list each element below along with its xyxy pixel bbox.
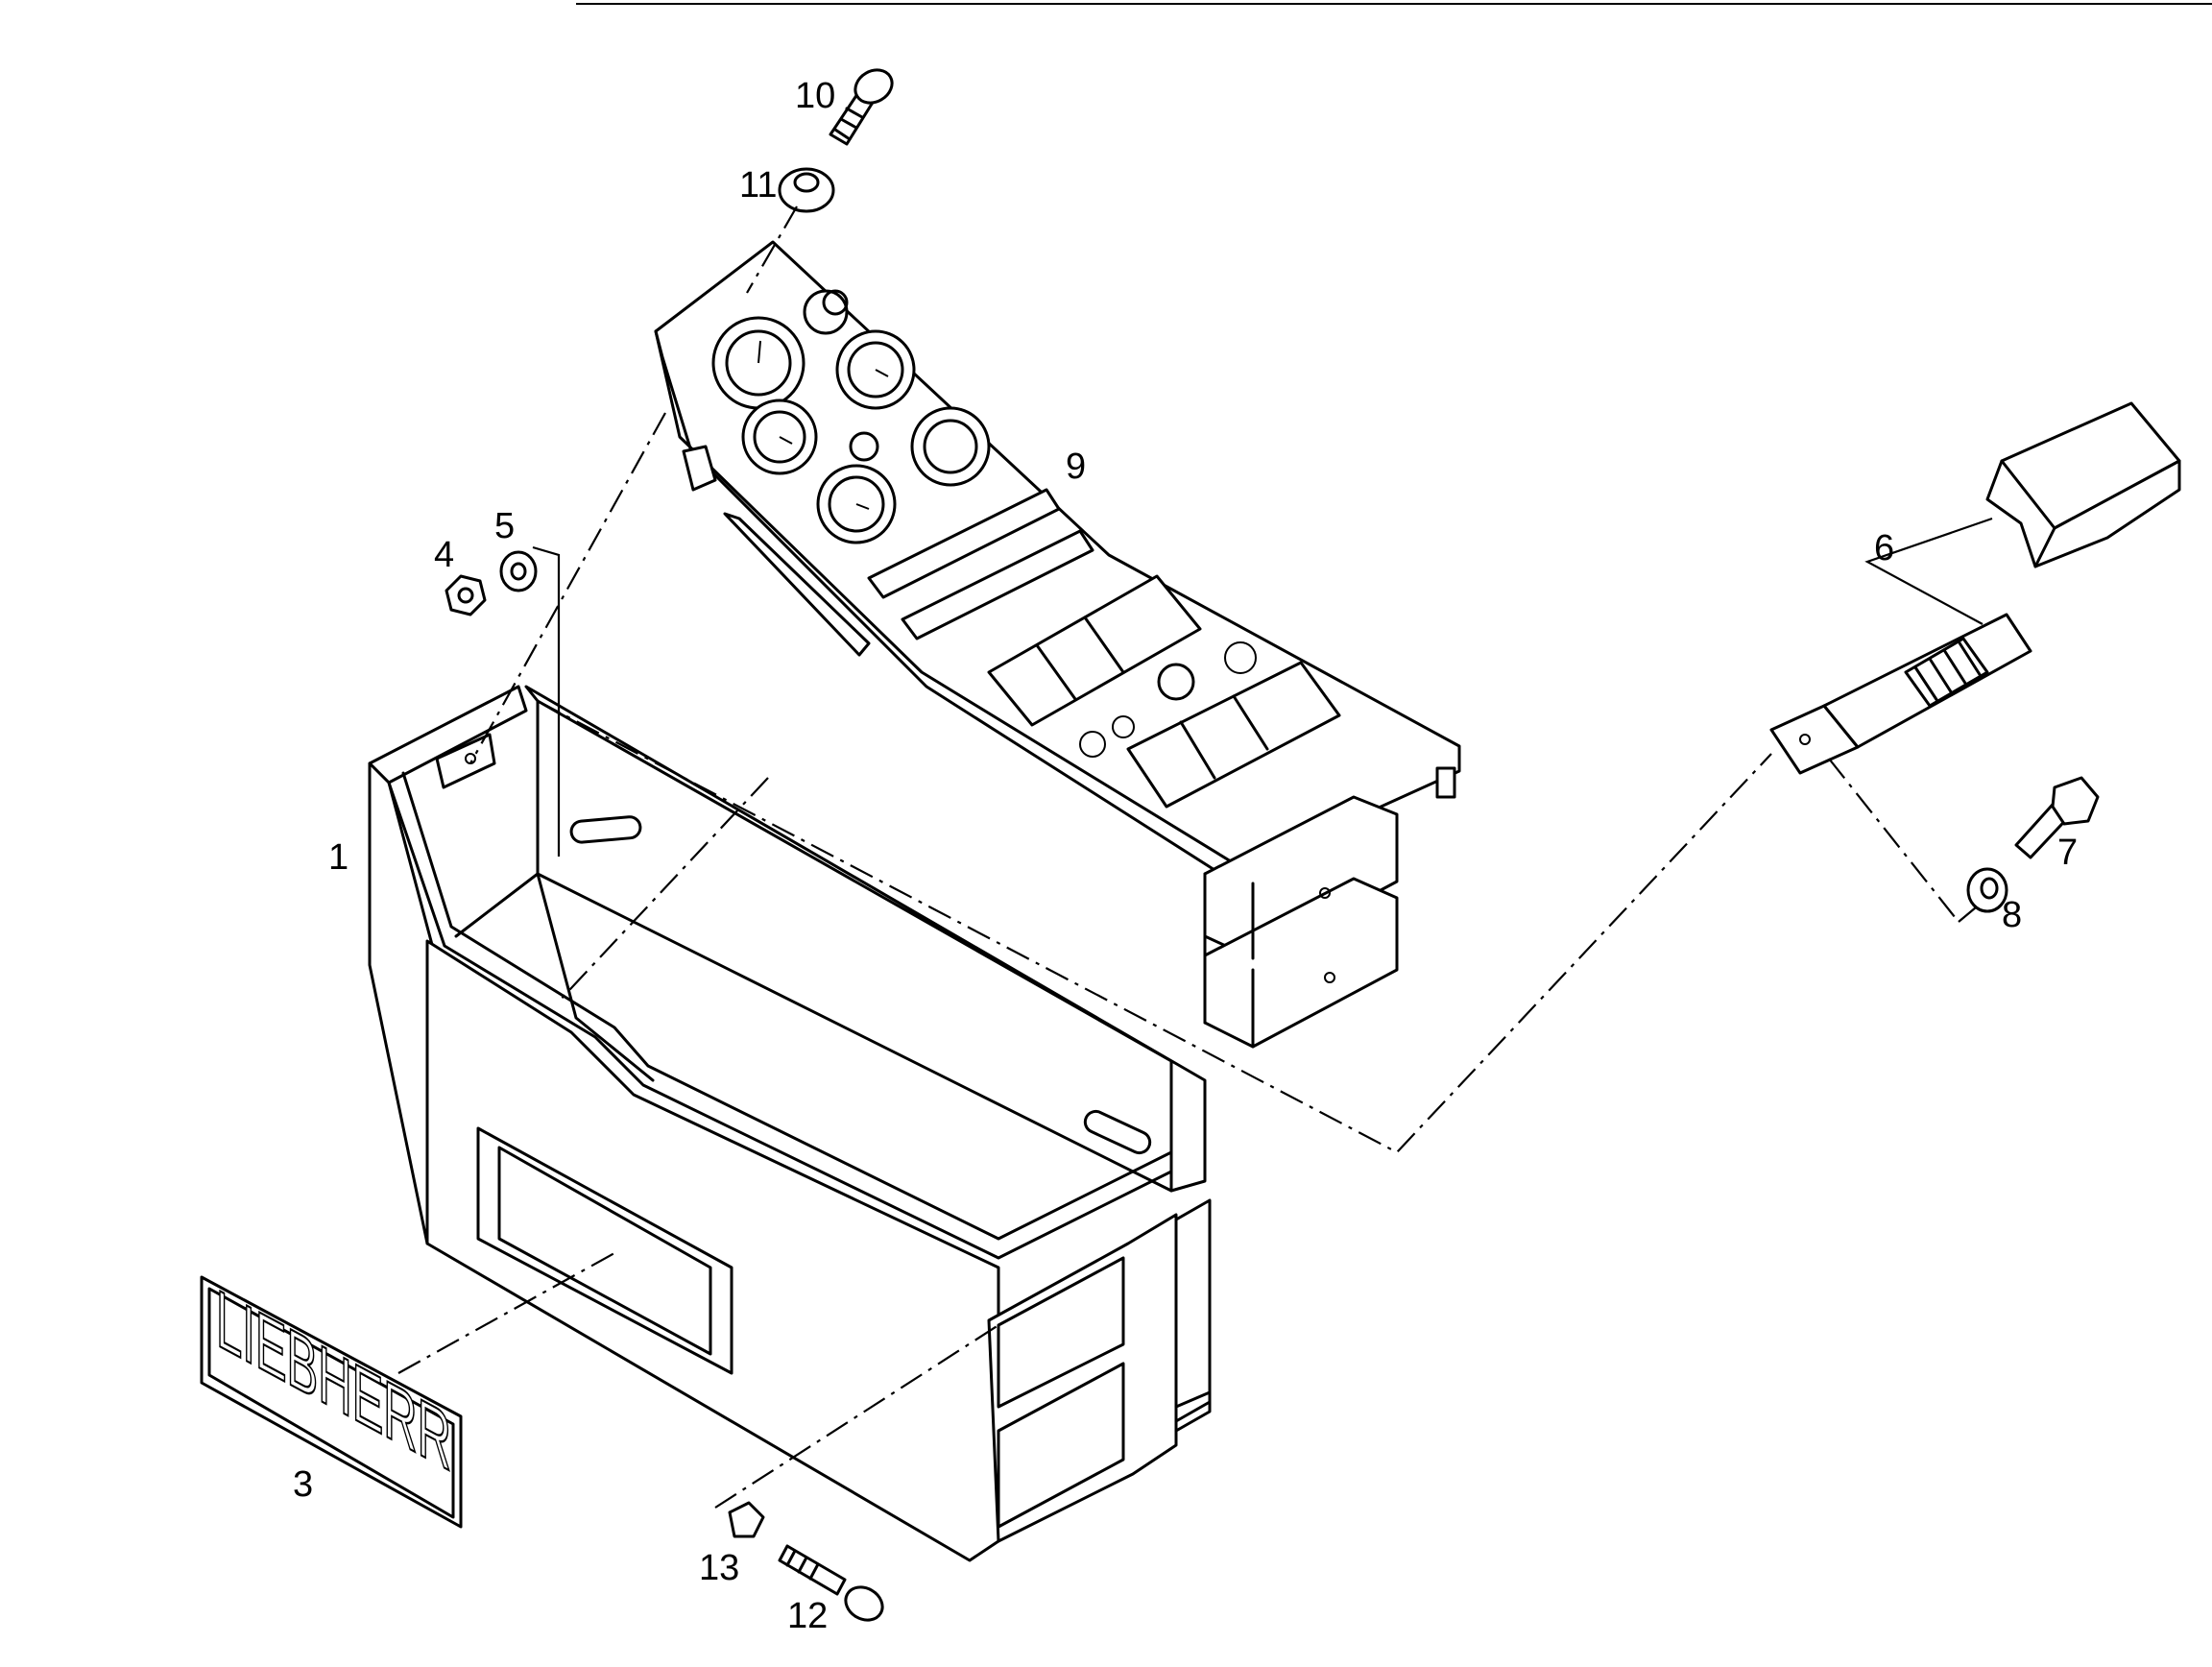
gauge-group [711, 289, 991, 544]
screw-part-10 [829, 68, 894, 146]
washer-part-11 [778, 167, 835, 213]
nameplate-part-3: LIEBHERR [200, 1271, 463, 1529]
callout-3: 3 [293, 1464, 313, 1505]
nut-part-4 [445, 574, 487, 616]
callout-9: 9 [1066, 447, 1086, 487]
screw-part-12 [778, 1544, 884, 1622]
washer-part-5 [499, 550, 538, 592]
callout-12: 12 [787, 1596, 828, 1636]
rocker-switch-groups [987, 574, 1341, 809]
callout-10: 10 [795, 76, 835, 116]
bolt-part-7 [2014, 776, 2100, 859]
centre-lines [397, 205, 1960, 1509]
callout-1: 1 [328, 837, 349, 878]
leader-lines [532, 517, 1993, 923]
console-housing-part-1 [368, 685, 1212, 1562]
callout-11: 11 [739, 165, 777, 205]
callout-4: 4 [434, 535, 454, 575]
instrument-panel-part-9 [654, 240, 1461, 1049]
cable-clamp-part-6 [1769, 613, 2032, 775]
nut-part-13 [728, 1501, 765, 1538]
callout-7: 7 [2057, 833, 2078, 873]
callout-5: 5 [494, 506, 515, 546]
callout-labels: 1 3 4 5 6 7 8 9 10 11 12 13 [293, 76, 2078, 1636]
cover-cap-part-6 [1985, 401, 2181, 568]
washer-part-8 [1966, 867, 2008, 913]
callout-13: 13 [699, 1548, 739, 1588]
callout-6: 6 [1874, 528, 1894, 568]
switch-row-upper [867, 488, 1094, 640]
callout-8: 8 [2002, 895, 2022, 935]
